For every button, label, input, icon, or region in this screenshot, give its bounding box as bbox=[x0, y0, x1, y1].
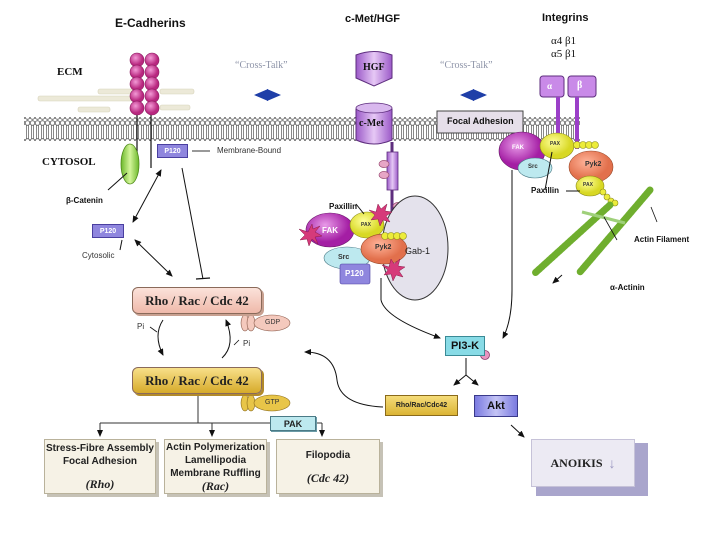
gdp-tail bbox=[240, 314, 291, 332]
integrin-complex bbox=[498, 131, 619, 339]
p120-membrane-box: P120 bbox=[157, 144, 188, 158]
header-e-cadherins: E-Cadherins bbox=[115, 16, 186, 30]
outcome-rac-line-1: Actin Polymerization bbox=[166, 441, 265, 453]
membrane-bound-label: Membrane-Bound bbox=[217, 146, 282, 155]
rho-active-box: Rho / Rac / Cdc 42 bbox=[132, 367, 262, 394]
outcome-cdc42-effector: (Cdc 42) bbox=[306, 470, 350, 485]
output-tree bbox=[97, 393, 325, 437]
outcome-rho-effector: (Rho) bbox=[85, 477, 115, 491]
anoikis-down-arrow-icon: ↓ bbox=[608, 455, 616, 471]
cmet-src-label: Src bbox=[338, 254, 350, 261]
beta-catenin-label: β-Catenin bbox=[66, 196, 103, 205]
gdp-label: GDP bbox=[265, 319, 281, 326]
header-cmet-hgf: c-Met/HGF bbox=[345, 13, 400, 25]
gtp-label: GTP bbox=[265, 399, 280, 406]
outcome-cdc42-line-1: Filopodia bbox=[305, 449, 351, 461]
cmet-p120-label: P120 bbox=[345, 269, 364, 278]
arrow-gtp-to-gdp bbox=[221, 319, 232, 359]
outcome-rac-effector: (Rac) bbox=[201, 478, 230, 493]
phospho-stars bbox=[298, 203, 406, 282]
beta-catenin-shape bbox=[120, 143, 140, 185]
cmet-pyk2-label: Pyk2 bbox=[375, 244, 392, 251]
integrin-receptors bbox=[539, 75, 597, 157]
p120-cytosolic-box: P120 bbox=[92, 224, 124, 238]
actin-filament-label: Actin Filament bbox=[634, 235, 690, 244]
focal-adhesion-label: Focal Adhesion bbox=[447, 116, 514, 126]
outcome-rho-box: Stress-Fibre Assembly Focal Adhesion (Rh… bbox=[44, 439, 156, 494]
outcome-rac-box: Actin Polymerization Lamellipodia Membra… bbox=[164, 439, 267, 494]
header-integrins: Integrins bbox=[542, 12, 589, 24]
outcome-cdc42-box: Filopodia (Cdc 42) bbox=[276, 439, 380, 494]
gtp-tail bbox=[240, 394, 291, 412]
alpha-actinin-label: α-Actinin bbox=[610, 283, 645, 292]
cmet-kinase-domain bbox=[386, 151, 399, 191]
arrow-p120-exchange bbox=[132, 169, 162, 223]
inhibit-membrane-p120-rho bbox=[181, 167, 204, 280]
label-cytosol: CYTOSOL bbox=[42, 156, 96, 168]
integrin-pyk2-label: Pyk2 bbox=[585, 161, 602, 168]
anoikis-box: ANOIKIS ↓ bbox=[531, 439, 635, 487]
cmet-pax-label: PAX bbox=[361, 222, 371, 228]
rho-inactive-box: Rho / Rac / Cdc 42 bbox=[132, 287, 262, 314]
pi-right-label: Pi bbox=[243, 339, 251, 348]
pak-box: PAK bbox=[270, 416, 316, 431]
arrow-gdp-to-gtp bbox=[157, 319, 164, 356]
cytosolic-label: Cytosolic bbox=[82, 251, 115, 260]
integrin-type-a4b1: α4 β1 bbox=[551, 35, 577, 47]
integrin-type-a5b1: α5 β1 bbox=[551, 48, 577, 60]
cmet-complex bbox=[305, 195, 449, 339]
akt-box: Akt bbox=[474, 395, 518, 417]
hgf-ligand bbox=[355, 51, 393, 87]
cmet-fak-label: FAK bbox=[322, 226, 338, 235]
integrin-pax-top-label: PAX bbox=[550, 141, 560, 147]
pi3k-box: PI3-K bbox=[445, 336, 485, 356]
outcome-rho-line-2: Focal Adhesion bbox=[62, 456, 138, 467]
integrin-pax-low-label: PAX bbox=[583, 182, 593, 188]
outcome-rac-line-3: Membrane Ruffling bbox=[170, 467, 261, 479]
integrin-paxillin-label: Paxillin bbox=[531, 186, 560, 195]
pi3k-split bbox=[453, 358, 525, 438]
hgf-label: HGF bbox=[363, 62, 385, 73]
integrin-src-label: Src bbox=[528, 164, 538, 170]
cmet-paxillin-label: Paxillin bbox=[329, 202, 358, 211]
arrow-rhoraccdc42-to-rho bbox=[304, 349, 384, 408]
outcome-rac-line-2: Lamellipodia bbox=[184, 454, 247, 466]
actin-filaments bbox=[531, 186, 658, 284]
integrin-fak-label: FAK bbox=[512, 145, 524, 151]
label-ecm: ECM bbox=[57, 66, 83, 78]
focal-adhesion-box bbox=[436, 110, 524, 134]
pi-left-label: Pi bbox=[137, 322, 145, 331]
outcome-rho-line-1: Stress-Fibre Assembly bbox=[45, 443, 154, 454]
cross-talk-right: “Cross-Talk” bbox=[440, 60, 493, 71]
rho-rac-cdc42-box: Rho/Rac/Cdc42 bbox=[385, 395, 458, 416]
cmet-label: c-Met bbox=[359, 118, 384, 129]
anoikis-label: ANOIKIS bbox=[550, 455, 603, 470]
integrin-alpha-label: α bbox=[547, 81, 553, 91]
integrin-beta-label: β bbox=[577, 80, 583, 91]
gab1-label: Gab-1 bbox=[405, 246, 431, 256]
cross-talk-left: “Cross-Talk” bbox=[235, 60, 288, 71]
e-cadherin-dimer bbox=[129, 52, 160, 168]
ecm-fibers bbox=[37, 88, 195, 113]
arrow-p120-to-rho bbox=[134, 239, 173, 277]
